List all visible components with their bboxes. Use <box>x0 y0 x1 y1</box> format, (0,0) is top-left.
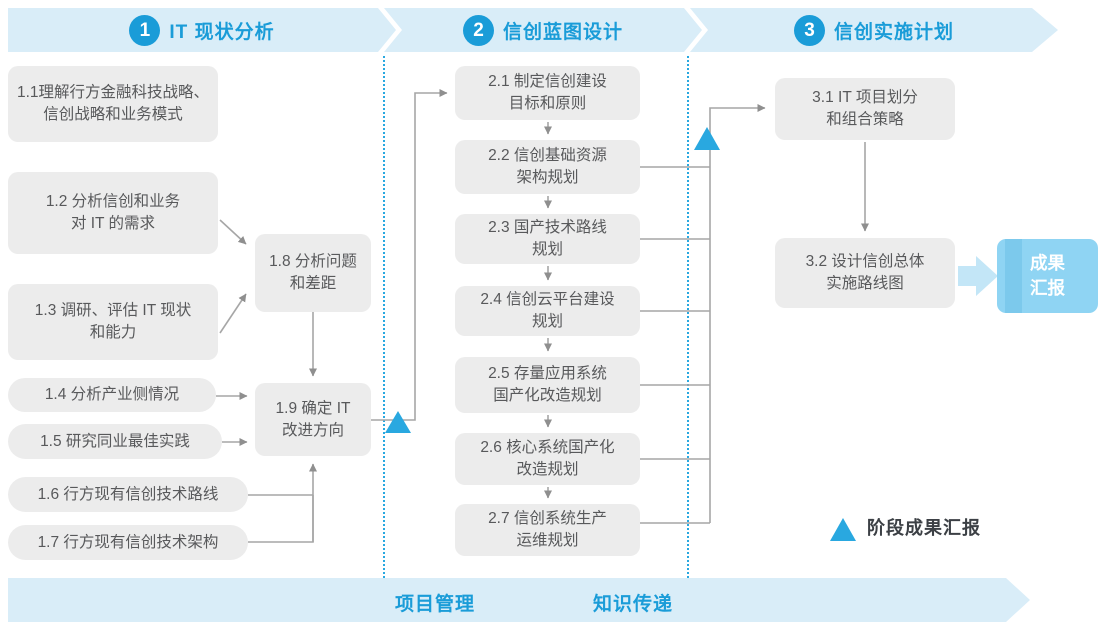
box-1-7: 1.7 行方现有信创技术架构 <box>8 525 248 560</box>
box-2-6: 2.6 核心系统国产化 改造规划 <box>455 433 640 485</box>
phase-2-header: 2 信创蓝图设计 <box>384 8 702 52</box>
box-1-9: 1.9 确定 IT 改进方向 <box>255 383 371 456</box>
box-1-8: 1.8 分析问题 和差距 <box>255 234 371 312</box>
box-1-4: 1.4 分析产业侧情况 <box>8 378 216 412</box>
box-1-1: 1.1理解行方金融科技战略、 信创战略和业务模式 <box>8 66 218 142</box>
box-1-5: 1.5 研究同业最佳实践 <box>8 424 222 459</box>
phase-2-number-badge: 2 <box>463 15 494 46</box>
box-1-3: 1.3 调研、评估 IT 现状 和能力 <box>8 284 218 360</box>
box-3-1: 3.1 IT 项目划分 和组合策略 <box>775 78 955 140</box>
phase-1-number-badge: 1 <box>129 15 160 46</box>
box-3-2: 3.2 设计信创总体 实施路线图 <box>775 238 955 308</box>
box-2-7: 2.7 信创系统生产 运维规划 <box>455 504 640 556</box>
milestone-triangle-icon <box>385 411 411 433</box>
box-2-5: 2.5 存量应用系统 国产化改造规划 <box>455 357 640 413</box>
box-2-1: 2.1 制定信创建设 目标和原则 <box>455 66 640 120</box>
bottom-label-knowledge-transfer: 知识传递 <box>593 594 674 615</box>
box-2-4: 2.4 信创云平台建设 规划 <box>455 286 640 336</box>
box-1-2: 1.2 分析信创和业务 对 IT 的需求 <box>8 172 218 254</box>
phase-1-header: 1 IT 现状分析 <box>8 8 396 52</box>
phase2-connectors <box>544 104 766 524</box>
phase-3-title: 信创实施计划 <box>833 21 954 43</box>
milestone-triangle-icon <box>830 518 856 541</box>
phase-divider-1 <box>383 56 385 578</box>
phase-divider-2 <box>687 56 689 578</box>
bottom-band <box>8 578 1030 622</box>
box-1-6: 1.6 行方现有信创技术路线 <box>8 477 248 512</box>
box-2-3: 2.3 国产技术路线 规划 <box>455 214 640 264</box>
legend: 阶段成果汇报 <box>830 514 981 541</box>
phase1-connectors <box>216 89 448 543</box>
result-arrow-icon <box>958 256 998 296</box>
milestone-triangle-icon <box>694 127 720 150</box>
result-report-box: 成果 汇报 <box>997 239 1098 313</box>
phase-3-header: 3 信创实施计划 <box>690 8 1058 52</box>
box-2-2: 2.2 信创基础资源 架构规划 <box>455 140 640 194</box>
bottom-label-project-management: 项目管理 <box>395 594 476 615</box>
legend-label: 阶段成果汇报 <box>867 518 981 538</box>
phase-1-title: IT 现状分析 <box>169 21 275 43</box>
phase-3-number-badge: 3 <box>794 15 825 46</box>
phase-2-title: 信创蓝图设计 <box>502 21 623 43</box>
